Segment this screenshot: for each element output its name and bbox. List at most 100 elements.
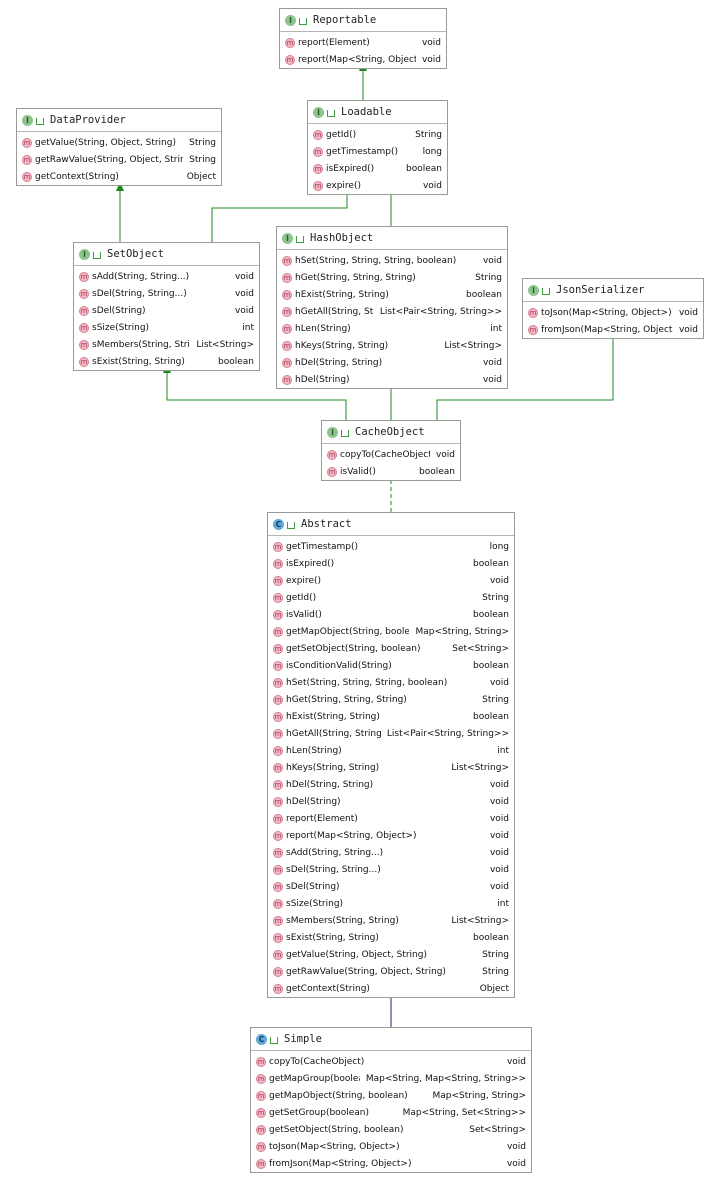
method-icon: m <box>273 966 283 977</box>
method-icon: m <box>273 711 283 722</box>
method-return-type: int <box>497 745 509 756</box>
method-icon: m <box>273 813 283 824</box>
method-signature: getMapObject(String, boolean) <box>286 626 410 637</box>
method-return-type: void <box>422 180 442 191</box>
method-icon: m <box>273 983 283 994</box>
class-name: HashObject <box>310 232 374 244</box>
method-icon: m <box>256 1056 266 1067</box>
method-signature: copyTo(CacheObject) <box>269 1056 365 1067</box>
interface-icon: I <box>79 248 90 260</box>
method-return-type: Object <box>479 983 509 994</box>
method-return-type: void <box>489 677 509 688</box>
method-return-type: void <box>506 1056 526 1067</box>
method-return-type: void <box>489 796 509 807</box>
method-icon: m <box>273 881 283 892</box>
method-return-type: List<String> <box>451 762 509 773</box>
method-signature: getValue(String, Object, String) <box>286 949 427 960</box>
method-signature: getTimestamp() <box>286 541 359 552</box>
method-signature: toJson(Map<String, Object>) <box>541 307 672 318</box>
method-return-type: void <box>421 54 441 65</box>
method-icon: m <box>273 745 283 756</box>
method-return-type: List<String> <box>451 915 509 926</box>
method-return-type: void <box>489 864 509 875</box>
method-icon: m <box>273 864 283 875</box>
class-name: Abstract <box>301 518 352 530</box>
